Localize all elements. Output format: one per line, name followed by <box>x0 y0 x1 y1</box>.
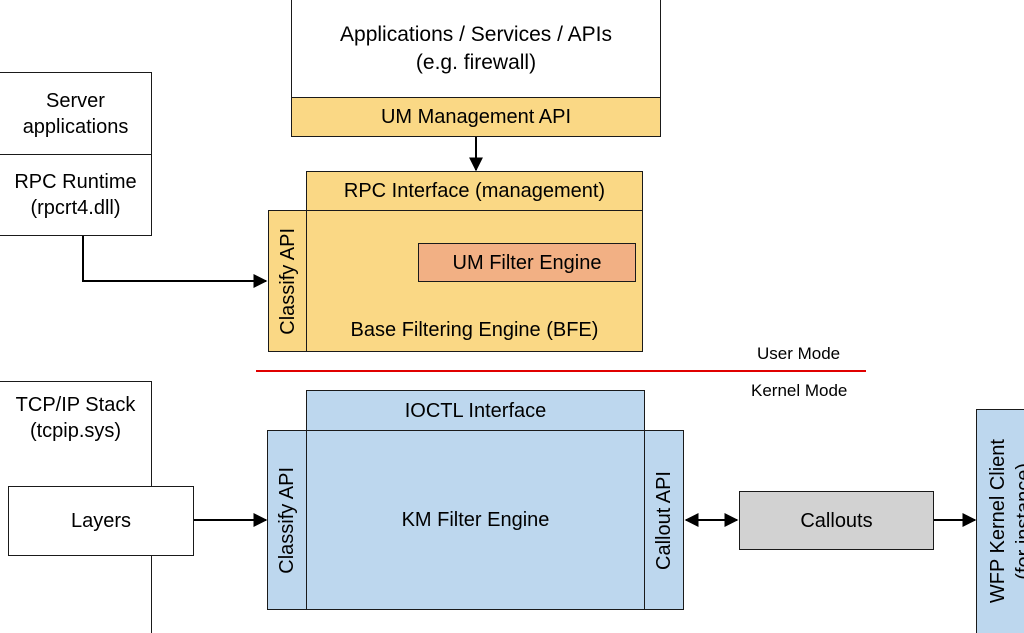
rpc-interface: RPC Interface (management) <box>306 171 643 211</box>
tcpip-stack-label: TCP/IP Stack <box>15 394 136 416</box>
server-label: Server <box>46 89 105 112</box>
bfe-label: Base Filtering Engine (BFE) <box>350 319 599 341</box>
rpc-runtime-to-classify-arrow <box>82 236 268 288</box>
km-filter-engine-label: KM Filter Engine <box>401 509 550 531</box>
rpc-interface-label: RPC Interface (management) <box>343 180 606 202</box>
um-filter-engine: UM Filter Engine <box>418 243 636 282</box>
wfp-kernel-client: WFP Kernel Client (for instance) <box>976 409 1024 633</box>
bfe-classify-api: Classify API <box>268 210 307 352</box>
callouts-box: Callouts <box>739 491 934 550</box>
tcpip-sys-label: (tcpip.sys) <box>29 420 122 442</box>
rpc-runtime-label: RPC Runtime <box>14 171 137 193</box>
user-mode-label: User Mode <box>757 344 841 363</box>
callouts-label: Callouts <box>800 509 873 532</box>
applications-example: (e.g. firewall) <box>415 50 537 74</box>
ioctl-interface-label: IOCTL Interface <box>404 399 547 422</box>
layers-label: Layers <box>70 510 132 532</box>
um-management-api: UM Management API <box>291 97 661 137</box>
kernel-mode-label: Kernel Mode <box>751 381 848 400</box>
rpc-runtime-dll: (rpcrt4.dll) <box>30 197 121 219</box>
applications-box: Applications / Services / APIs (e.g. fir… <box>291 0 661 98</box>
server-applications-box: Server applications <box>0 72 152 155</box>
km-filter-engine: KM Filter Engine <box>306 430 645 610</box>
server-label-2: applications <box>22 115 129 138</box>
ioctl-interface: IOCTL Interface <box>306 390 645 431</box>
um-management-api-label: UM Management API <box>380 106 572 128</box>
layers-box: Layers <box>8 486 194 556</box>
um-filter-engine-label: UM Filter Engine <box>452 251 602 274</box>
callout-api: Callout API <box>644 430 684 610</box>
applications-label: Applications / Services / APIs <box>340 23 612 47</box>
km-classify-api: Classify API <box>267 430 307 610</box>
rpc-runtime-box: RPC Runtime (rpcrt4.dll) <box>0 154 152 236</box>
